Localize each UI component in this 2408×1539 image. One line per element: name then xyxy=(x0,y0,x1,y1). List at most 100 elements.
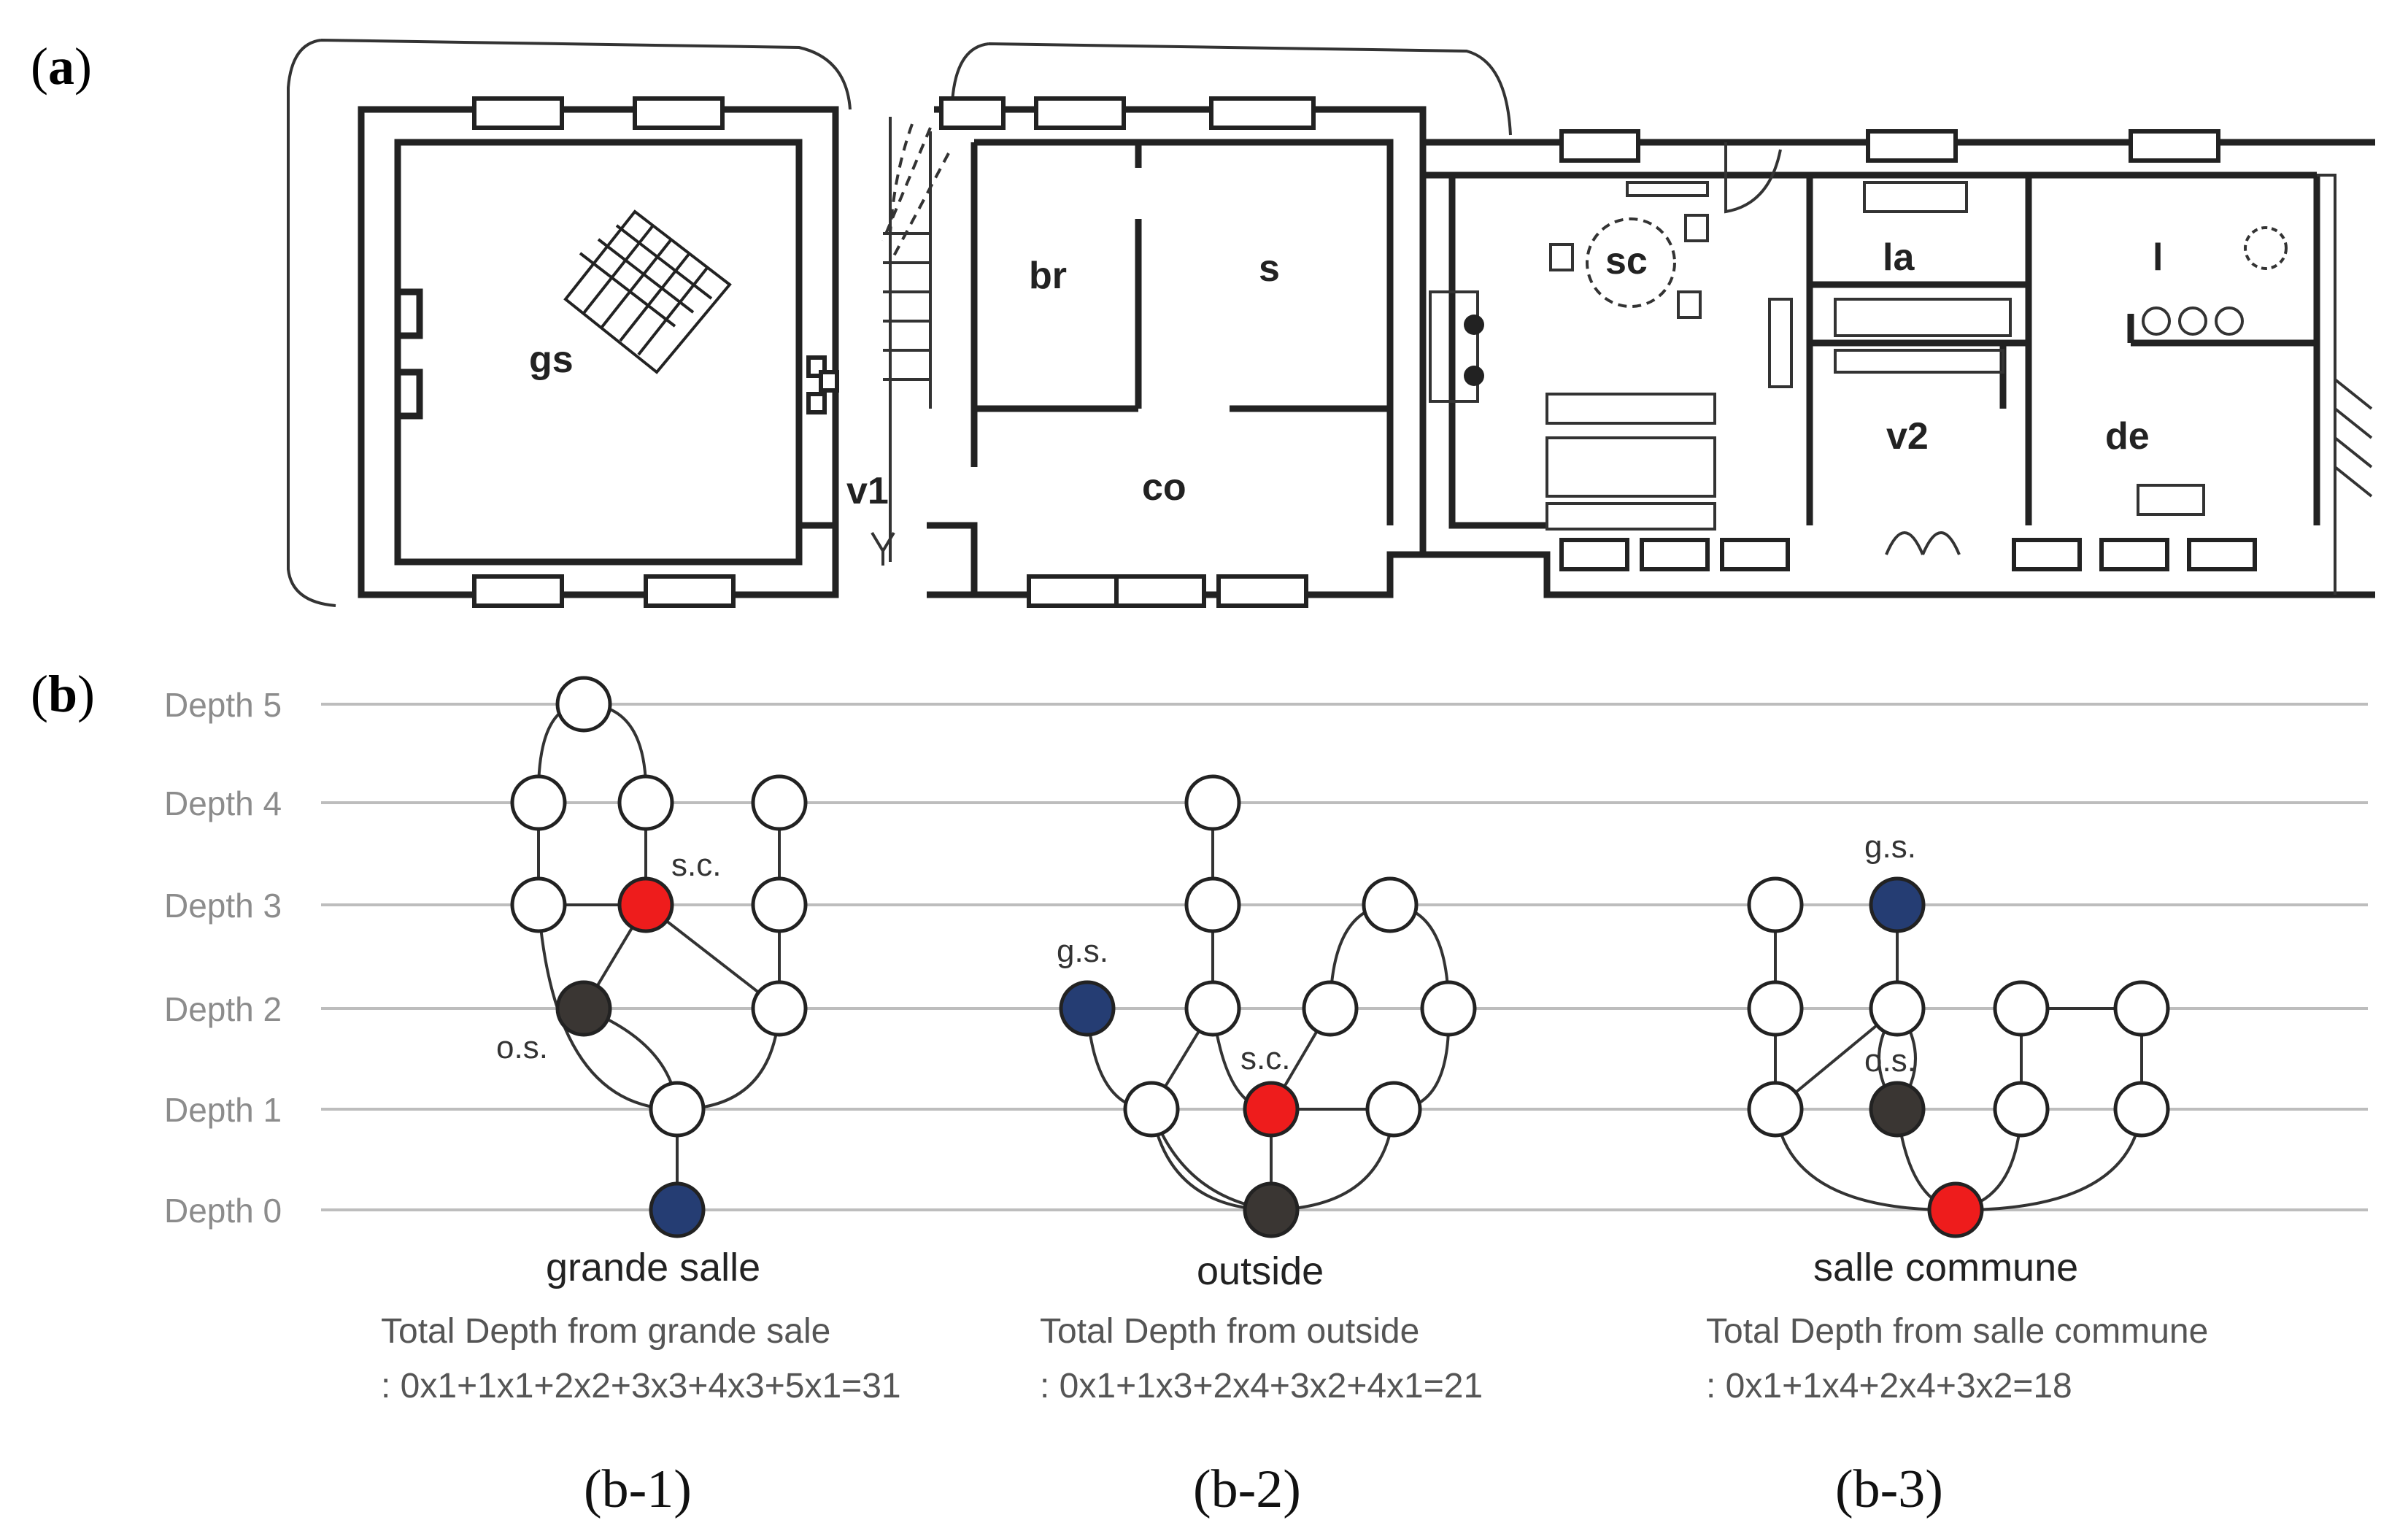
subfigure-label-b1: (b-1) xyxy=(584,1459,692,1519)
window xyxy=(1640,538,1710,571)
br-s-partition xyxy=(974,142,1390,412)
node-label-gs: g.s. xyxy=(1057,933,1108,969)
node xyxy=(1123,1081,1180,1138)
node-grande-salle xyxy=(1869,876,1926,933)
node xyxy=(617,774,674,831)
node-label-os: o.s. xyxy=(1864,1043,1916,1079)
room-label-s: s xyxy=(1259,247,1280,290)
basin xyxy=(2178,306,2207,336)
node xyxy=(510,876,567,933)
graph-b3-edges xyxy=(1774,905,2143,1212)
depth-0-label: Depth 0 xyxy=(164,1192,282,1230)
window xyxy=(644,574,736,608)
depth-axis: Depth 0 Depth 1 Depth 2 Depth 3 Depth 4 … xyxy=(164,686,2368,1230)
room-label-la: la xyxy=(1883,236,1915,279)
edge xyxy=(644,903,781,1010)
sc-table xyxy=(1586,217,1676,308)
window xyxy=(1027,574,1119,608)
node xyxy=(1184,980,1241,1037)
counter xyxy=(1834,298,2012,337)
window xyxy=(939,96,1006,130)
bench xyxy=(1768,298,1793,388)
window xyxy=(1114,574,1206,608)
counter xyxy=(1834,349,2004,374)
node xyxy=(2113,980,2170,1037)
panel-a-label: (a) xyxy=(31,37,92,96)
room-label-br: br xyxy=(1029,255,1067,297)
window xyxy=(2099,538,2169,571)
graph-b1-formula-line1: Total Depth from grande sale xyxy=(381,1312,830,1351)
door-arc-sc xyxy=(1724,142,1782,214)
right-partitions xyxy=(1806,175,2320,525)
graph-b1: s.c. o.s. grande salle Total Depth from … xyxy=(381,676,901,1519)
depth-2-label: Depth 2 xyxy=(164,990,282,1028)
graph-b1-root-name: grande salle xyxy=(546,1246,760,1289)
graph-b3-formula-line2: : 0x1+1x4+2x4+3x2=18 xyxy=(1706,1367,2072,1405)
room-label-de: de xyxy=(2105,415,2150,458)
gs-wall-inner xyxy=(394,139,803,566)
node-outside xyxy=(1869,1081,1926,1138)
node-outside xyxy=(555,980,612,1037)
bench xyxy=(1626,181,1709,197)
window xyxy=(1559,538,1629,571)
window xyxy=(1209,96,1316,130)
node xyxy=(751,980,808,1037)
plan-outer-outline xyxy=(287,39,1512,607)
window xyxy=(472,96,564,130)
node xyxy=(1993,980,2050,1037)
node-label-sc: s.c. xyxy=(671,847,721,883)
window xyxy=(472,574,564,608)
node xyxy=(1747,1081,1804,1138)
room-label-v1: v1 xyxy=(846,470,889,512)
node xyxy=(751,774,808,831)
node xyxy=(555,676,612,733)
bed xyxy=(1545,502,1716,531)
node xyxy=(1365,1081,1422,1138)
bed xyxy=(1545,393,1716,425)
node-label-sc: s.c. xyxy=(1240,1041,1290,1076)
node xyxy=(1302,980,1359,1037)
basin xyxy=(2215,306,2244,336)
node-salle-commune xyxy=(617,876,674,933)
floor-plan: gs v1 br s co sc la v2 l de xyxy=(287,39,2375,608)
graph-b2-root-name: outside xyxy=(1197,1249,1324,1293)
toilet xyxy=(2244,226,2288,270)
depth-1-label: Depth 1 xyxy=(164,1091,282,1129)
cabinet xyxy=(2137,484,2205,516)
graph-b3-formula-line1: Total Depth from salle commune xyxy=(1706,1312,2208,1351)
graph-b2-formula-line1: Total Depth from outside xyxy=(1040,1312,1419,1351)
panel-b-label: (b) xyxy=(31,665,95,723)
chair xyxy=(1677,290,1702,319)
graph-b2: g.s. s.c. outside Total Depth from outsi… xyxy=(1040,774,1483,1519)
v1-entry-walls xyxy=(799,522,978,595)
right-edge-stair xyxy=(2317,174,2373,595)
window xyxy=(2187,538,2257,571)
node-label-os: o.s. xyxy=(496,1030,548,1065)
stove-circle xyxy=(1464,366,1484,386)
node-root-salle-commune xyxy=(1927,1181,1984,1238)
window xyxy=(1559,129,1640,163)
sink xyxy=(1863,181,1968,213)
node xyxy=(1362,876,1419,933)
node xyxy=(510,774,567,831)
window xyxy=(1034,96,1126,130)
node xyxy=(1747,980,1804,1037)
edge xyxy=(1955,1108,2143,1212)
graph-b1-formula-line2: : 0x1+1x1+2x2+3x3+4x3+5x1=31 xyxy=(381,1367,901,1405)
chair xyxy=(1684,214,1709,242)
node xyxy=(1993,1081,2050,1138)
window xyxy=(1866,129,1958,163)
v1-entry-symbol xyxy=(871,531,895,566)
window xyxy=(2129,129,2220,163)
mid-wall-outer xyxy=(927,106,1427,598)
node-label-gs: g.s. xyxy=(1864,829,1916,865)
node xyxy=(1747,876,1804,933)
chair xyxy=(1549,243,1574,271)
window xyxy=(1720,538,1790,571)
v1-stair xyxy=(806,117,950,562)
node-grande-salle xyxy=(1059,980,1116,1037)
gs-grid-hatch xyxy=(563,209,732,374)
window xyxy=(1216,574,1308,608)
node xyxy=(649,1081,706,1138)
